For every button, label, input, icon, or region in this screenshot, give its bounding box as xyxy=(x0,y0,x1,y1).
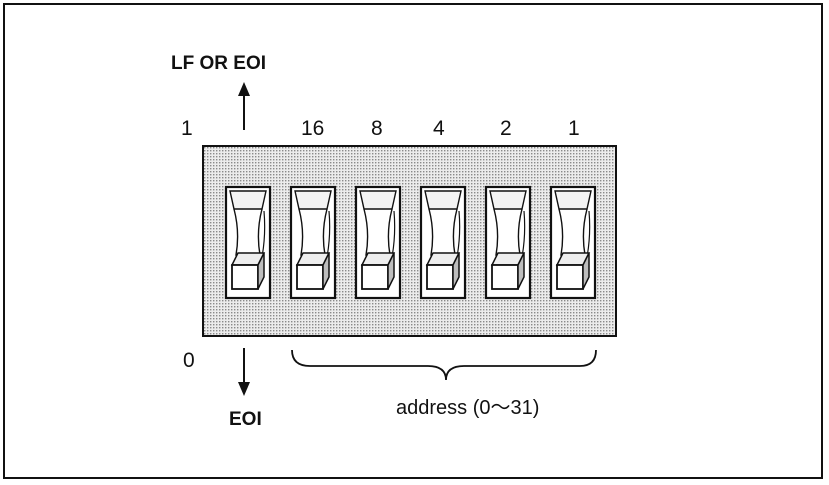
dip-switch-6[interactable] xyxy=(549,185,597,300)
switch-weight-16: 16 xyxy=(301,117,325,140)
switch-weight-2: 2 xyxy=(500,117,512,140)
down-arrow-icon xyxy=(238,348,250,396)
top-function-label: LF OR EOI xyxy=(171,53,266,74)
figure-frame xyxy=(3,3,823,479)
dip-switch-5[interactable] xyxy=(484,185,532,300)
switch-housing xyxy=(202,145,617,337)
switch-weight-4: 4 xyxy=(433,117,445,140)
address-caption: address (0～31) xyxy=(396,397,540,419)
switch-weight-1: 1 xyxy=(568,117,580,140)
bottom-function-label: EOI xyxy=(229,409,262,430)
dip-switch-2[interactable] xyxy=(289,185,337,300)
dip-switch-3[interactable] xyxy=(354,185,402,300)
lower-value-label: 0 xyxy=(183,349,195,372)
up-arrow-icon xyxy=(238,82,250,130)
switch-weight-8: 8 xyxy=(371,117,383,140)
upper-value-label: 1 xyxy=(181,117,193,140)
address-brace xyxy=(291,349,597,381)
dip-switch-1[interactable] xyxy=(224,185,272,300)
dip-switch-4[interactable] xyxy=(419,185,467,300)
